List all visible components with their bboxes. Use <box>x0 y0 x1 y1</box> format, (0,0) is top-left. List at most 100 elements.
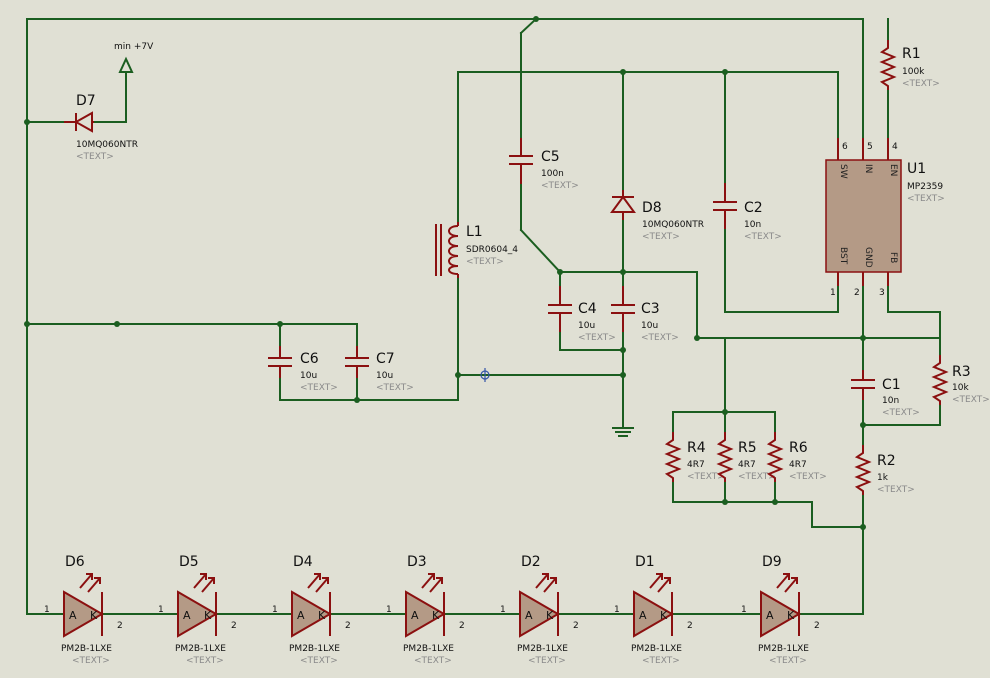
power-terminal[interactable]: min +7V <box>114 42 154 73</box>
c4-ref: C4 <box>578 301 597 317</box>
c4-value: 10u <box>578 321 595 331</box>
r5-text: <TEXT> <box>738 472 776 482</box>
capacitor-c3[interactable]: C3 10u <TEXT> <box>611 286 679 343</box>
c6-value: 10u <box>300 371 317 381</box>
d7-value: 10MQ060NTR <box>76 140 138 150</box>
r6-value: 4R7 <box>789 460 807 470</box>
probe-marker[interactable] <box>480 368 490 382</box>
r3-ref: R3 <box>952 364 971 380</box>
capacitor-c2[interactable]: C2 10n <TEXT> <box>713 183 782 242</box>
led-ref: D5 <box>179 554 199 570</box>
r1-value: 100k <box>902 67 925 77</box>
u1-pin-fb: FB <box>888 252 898 263</box>
c7-text: <TEXT> <box>376 383 414 393</box>
r5-ref: R5 <box>738 440 757 456</box>
led-body <box>291 590 332 638</box>
led-pin2-num: 2 <box>345 621 351 631</box>
led-cathode-label: K <box>432 609 440 622</box>
c3-ref: C3 <box>641 301 660 317</box>
resistor-r2[interactable]: R2 1k <TEXT> <box>854 445 915 495</box>
capacitor-c7[interactable]: C7 10u <TEXT> <box>345 346 414 393</box>
led-cathode-label: K <box>787 609 795 622</box>
diode-d7[interactable]: D7 10MQ060NTR <TEXT> <box>64 93 138 162</box>
c7-ref: C7 <box>376 351 395 367</box>
r1-ref: R1 <box>902 46 921 62</box>
c5-value: 100n <box>541 169 564 179</box>
c3-value: 10u <box>641 321 658 331</box>
led-value: PM2B-1LXE <box>758 644 809 654</box>
led-pin1-num: 1 <box>272 605 278 615</box>
light-emission-icon <box>79 573 101 593</box>
led-cathode-label: K <box>90 609 98 622</box>
diode-d8[interactable]: D8 10MQ060NTR <TEXT> <box>610 190 704 242</box>
inductor-l1[interactable]: L1 SDR0604_4 <TEXT> <box>435 222 518 278</box>
led-cathode-label: K <box>660 609 668 622</box>
resistor-r3[interactable]: R3 10k <TEXT> <box>931 355 990 405</box>
ground-symbol <box>612 427 634 437</box>
led-cathode-label: K <box>318 609 326 622</box>
r6-ref: R6 <box>789 440 808 456</box>
led-anode-label: A <box>183 609 191 622</box>
capacitor-c1[interactable]: C1 10n <TEXT> <box>851 370 920 418</box>
light-emission-icon <box>649 573 671 593</box>
d8-ref: D8 <box>642 200 662 216</box>
led-value: PM2B-1LXE <box>61 644 112 654</box>
u1-value: MP2359 <box>907 182 943 192</box>
r1-text: <TEXT> <box>902 79 940 89</box>
led-ref: D1 <box>635 554 655 570</box>
c6-text: <TEXT> <box>300 383 338 393</box>
led-pin1-num: 1 <box>386 605 392 615</box>
led-pin1-num: 1 <box>158 605 164 615</box>
light-emission-icon <box>535 573 557 593</box>
r3-text: <TEXT> <box>952 395 990 405</box>
light-emission-icon <box>307 573 329 593</box>
c5-ref: C5 <box>541 149 560 165</box>
c4-text: <TEXT> <box>578 333 616 343</box>
ic-u1[interactable]: 6 5 4 1 2 3 SW IN EN BST GND FB U1 MP235… <box>825 138 945 298</box>
c3-text: <TEXT> <box>641 333 679 343</box>
led-text: <TEXT> <box>414 656 452 666</box>
capacitor-c6[interactable]: C6 10u <TEXT> <box>268 346 338 393</box>
c1-text: <TEXT> <box>882 408 920 418</box>
d8-value: 10MQ060NTR <box>642 220 704 230</box>
u1-ref: U1 <box>907 161 926 177</box>
led-pin2-num: 2 <box>687 621 693 631</box>
wires <box>26 17 941 615</box>
led-ref: D2 <box>521 554 541 570</box>
led-body <box>760 590 801 638</box>
led-text: <TEXT> <box>528 656 566 666</box>
led-text: <TEXT> <box>72 656 110 666</box>
resistor-r6[interactable]: R6 4R7 <TEXT> <box>766 432 827 482</box>
led-anode-label: A <box>766 609 774 622</box>
led-pin2-num: 2 <box>573 621 579 631</box>
capacitor-c5[interactable]: C5 100n <TEXT> <box>509 138 579 191</box>
led-pin1-num: 1 <box>44 605 50 615</box>
led-body <box>405 590 446 638</box>
c2-value: 10n <box>744 220 761 230</box>
led-cathode-label: K <box>204 609 212 622</box>
capacitor-c4[interactable]: C4 10u <TEXT> <box>548 286 616 343</box>
led-text: <TEXT> <box>769 656 807 666</box>
led-pin1-num: 1 <box>500 605 506 615</box>
resistor-r1[interactable]: R1 100k <TEXT> <box>879 40 940 90</box>
resistor-r4[interactable]: R4 4R7 <TEXT> <box>664 432 725 482</box>
r6-text: <TEXT> <box>789 472 827 482</box>
led-cathode-label: K <box>546 609 554 622</box>
led-pin1-num: 1 <box>614 605 620 615</box>
r2-value: 1k <box>877 473 889 483</box>
d7-ref: D7 <box>76 93 96 109</box>
led-text: <TEXT> <box>186 656 224 666</box>
r5-value: 4R7 <box>738 460 756 470</box>
l1-value: SDR0604_4 <box>466 245 518 255</box>
r4-text: <TEXT> <box>687 472 725 482</box>
resistor-r5[interactable]: R5 4R7 <TEXT> <box>716 432 776 482</box>
led-pin2-num: 2 <box>459 621 465 631</box>
